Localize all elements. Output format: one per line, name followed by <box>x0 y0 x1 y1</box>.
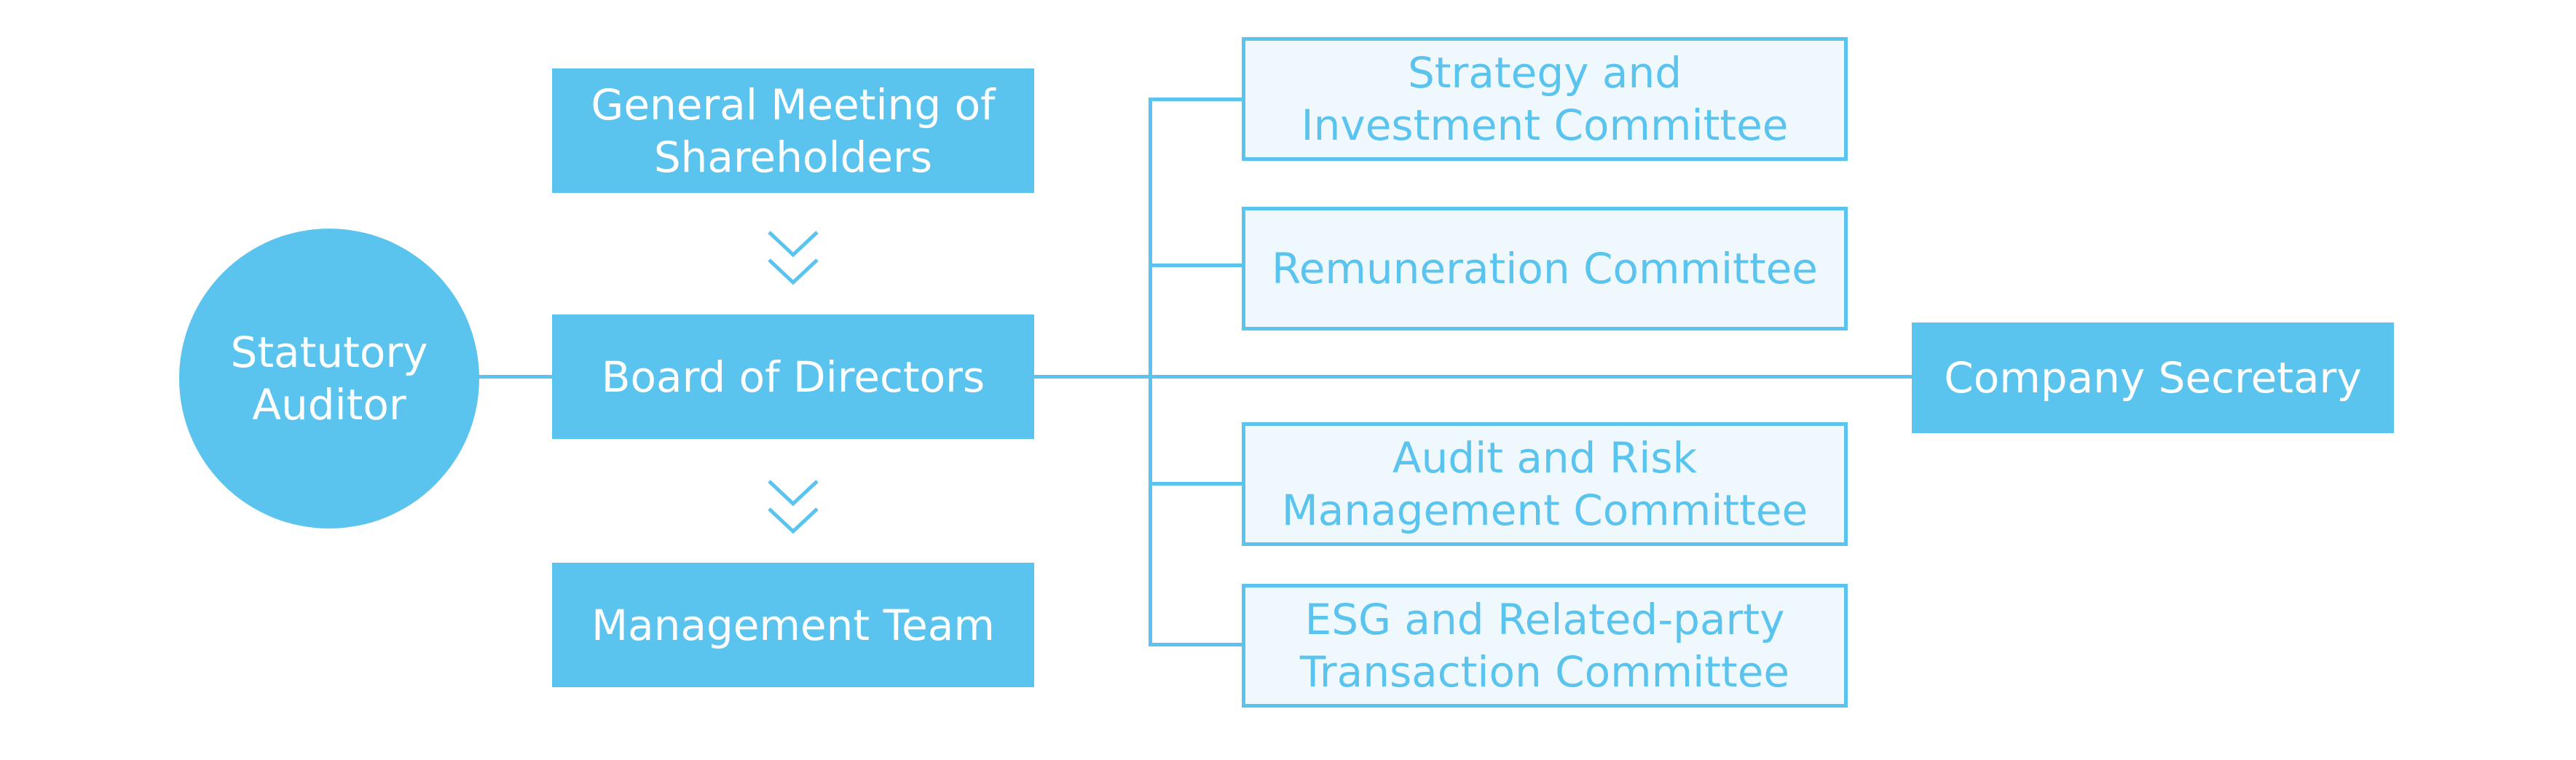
committee-label: Strategy and Investment Committee <box>1301 48 1789 150</box>
committee-branch-remuneration <box>1149 264 1243 267</box>
statutory-auditor-label: Statutory Auditor <box>230 328 428 430</box>
board-of-directors-node: Board of Directors <box>552 314 1034 439</box>
committee-box: Audit and Risk Management Committee <box>1242 422 1848 546</box>
company-secretary-node: Company Secretary <box>1912 322 2394 433</box>
double-chevron-down-icon <box>768 480 819 534</box>
committee-label: ESG and Related-party Transaction Commit… <box>1299 595 1790 697</box>
committee-box: ESG and Related-party Transaction Commit… <box>1242 584 1848 708</box>
management-team-label: Management Team <box>591 600 995 650</box>
general-meeting-label: General Meeting of Shareholders <box>591 79 996 182</box>
company-secretary-label: Company Secretary <box>1944 353 2362 403</box>
committee-label: Remuneration Committee <box>1272 244 1818 293</box>
committee-trunk-line <box>1149 98 1152 646</box>
committee-label: Audit and Risk Management Committee <box>1281 433 1808 535</box>
auditor-board-connector <box>477 375 552 379</box>
committee-box: Strategy and Investment Committee <box>1242 37 1848 161</box>
management-team-node: Management Team <box>552 563 1034 687</box>
committee-box: Remuneration Committee <box>1242 207 1848 330</box>
committee-branch-esg <box>1149 643 1243 646</box>
statutory-auditor-node: Statutory Auditor <box>179 229 479 529</box>
general-meeting-node: General Meeting of Shareholders <box>552 68 1034 193</box>
committee-branch-audit <box>1149 482 1243 486</box>
board-of-directors-label: Board of Directors <box>601 352 985 402</box>
board-secretary-connector <box>1034 375 1912 379</box>
double-chevron-down-icon <box>768 231 819 285</box>
committee-branch-strategy <box>1149 98 1243 101</box>
